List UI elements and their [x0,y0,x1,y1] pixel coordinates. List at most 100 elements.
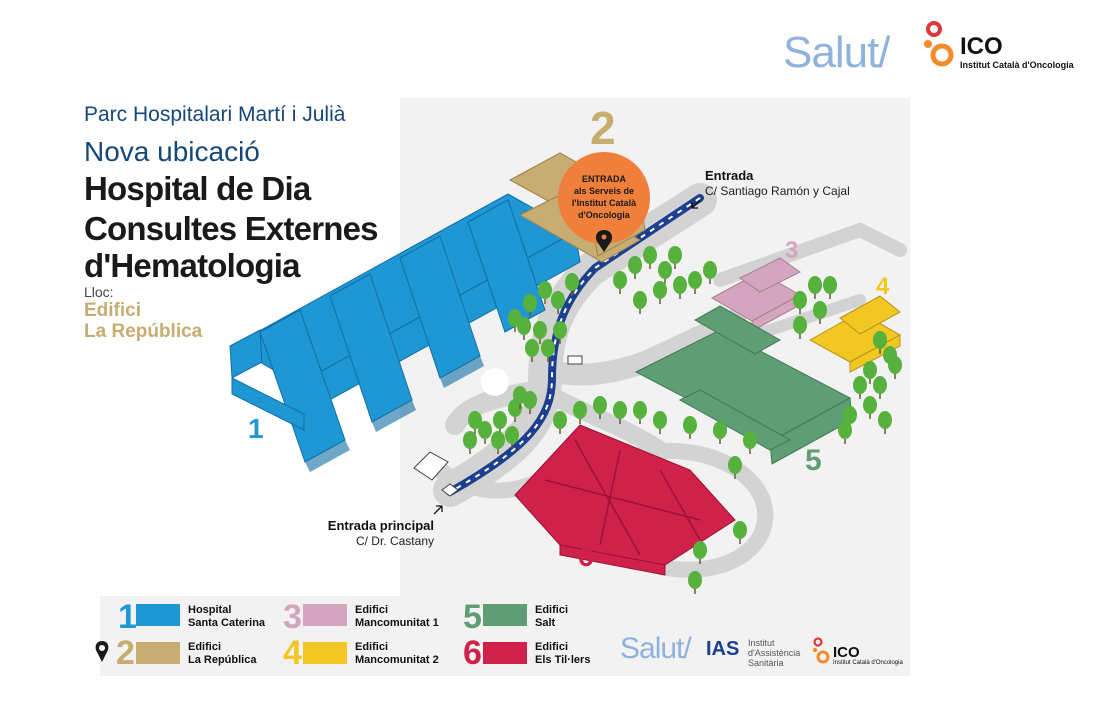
roundabout [481,368,509,396]
location-pin-icon [596,230,612,252]
tree-icon [873,376,887,394]
route-dashes [449,197,701,493]
small-structures [413,355,583,497]
legend-swatch-1 [136,604,180,626]
callout-line-2: als Serveis de [574,186,634,196]
tree-icon [491,431,505,449]
tree-icon [633,401,647,419]
tree-icon [728,456,742,474]
tree-icon [853,376,867,394]
tree-icon [541,339,555,357]
tree-icon [863,396,877,414]
tree-icon [613,401,627,419]
entrance-street: C/ Santiago Ramón y Cajal [705,184,850,198]
tree-icon [813,301,827,319]
tree-icon [653,281,667,299]
lloc-label: Lloc: [84,284,114,300]
tree-icon [793,316,807,334]
tree-icon [688,271,702,289]
callout-line-3: l'Institut Català [572,198,637,208]
entrance-label: Entrada [705,168,754,183]
legend-num-2: 2 [116,634,135,672]
tree-icon [633,291,647,309]
footer-ias-logo: IAS [706,638,740,660]
salut-logo: Salut/ [783,28,891,77]
building-line-2: La República [84,321,203,342]
tree-icon [565,273,579,291]
tree-icon [683,416,697,434]
tree-icon [793,291,807,309]
tree-icon [703,261,717,279]
tree-icon [505,426,519,444]
legend-swatch-5 [483,604,527,626]
tree-icon [863,361,877,379]
callout-line-1: ENTRADA [582,174,626,184]
title-line-3: d'Hematologia [84,247,300,284]
tree-icon [878,411,892,429]
building-number-4: 4 [876,273,890,300]
legend-num-6: 6 [463,634,482,672]
building-line-1: Edifici [84,300,142,321]
building-number-6: 6 [578,541,594,572]
tree-icon [525,339,539,357]
building-number-5: 5 [805,444,822,477]
building-3-mancomunitat-1 [710,257,802,332]
building-1-shadows [305,356,484,472]
tree-icon [533,321,547,339]
tree-icon [873,331,887,349]
tree-icon [743,431,757,449]
legend-swatch-3 [303,604,347,626]
ico-logo-icon [924,21,954,67]
main-entrance-arrow-icon [433,505,443,515]
tree-icon [538,281,552,299]
footer-ico-logo-icon [812,637,830,664]
building-1-santa-caterina [229,193,581,463]
tree-icon [688,571,702,589]
footer-ico-name: ICO [833,644,860,661]
legend-num-4: 4 [283,634,302,672]
title-line-1: Hospital de Dia [84,170,311,207]
tree-icon [693,541,707,559]
location-pin-icon [95,641,109,662]
legend-swatch-6 [483,642,527,664]
entrance-arrow-icon [691,199,701,209]
title-line-2: Consultes Externes [84,210,379,247]
tree-icon [628,256,642,274]
building-5-salt [634,305,853,465]
tree-icon [551,291,565,309]
building-number-2: 2 [590,102,616,154]
park-name: Parc Hospitalari Martí i Julià [84,103,346,126]
tree-icon [733,521,747,539]
legend-num-3: 3 [283,598,302,636]
tree-icon [658,261,672,279]
tree-icon [613,271,627,289]
tree-icon [673,276,687,294]
tree-icon [823,276,837,294]
trees [463,246,902,594]
callout-line-4: d'Oncologia [578,210,631,220]
building-number-3: 3 [785,237,798,264]
tree-icon [713,421,727,439]
ico-entrance-callout [558,152,650,244]
tree-icon [888,356,902,374]
legend-num-1: 1 [118,598,137,636]
tree-icon [653,411,667,429]
tree-icon [468,411,482,429]
main-entrance-street: C/ Dr. Castany [356,534,434,548]
ico-logo-fullname: Institut Català d'Oncologia [960,60,1074,70]
tree-icon [463,431,477,449]
tree-icon [593,396,607,414]
legend-num-5: 5 [463,598,482,636]
main-entrance-label: Entrada principal [328,518,434,533]
tree-icon [478,421,492,439]
ico-logo-name: ICO [960,33,1003,60]
building-6-roof-lines [544,439,701,556]
tree-icon [843,406,857,424]
